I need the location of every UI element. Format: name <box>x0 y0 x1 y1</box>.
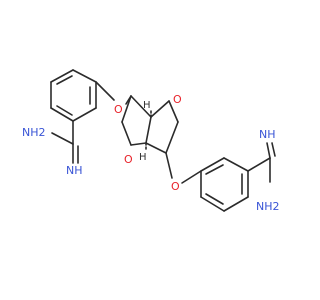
right-amidine-nh2-label: NH2 <box>256 200 280 213</box>
right-benzene-ring <box>200 157 249 212</box>
ring-oxygen-top-label: O <box>173 93 182 106</box>
right-amidine-group: NH NH2 <box>247 128 280 213</box>
left-benzene-ring <box>50 69 97 122</box>
molecule-diagram: NH2 NH O H H O O O <box>22 69 280 213</box>
isosorbide-core: H H O O <box>121 93 182 166</box>
stereo-h-bottom-label: H <box>139 152 147 163</box>
right-amidine-nh-label: NH <box>259 128 276 141</box>
left-amidine-nh-label: NH <box>66 164 83 177</box>
left-amidine-nh2-label: NH2 <box>22 126 46 139</box>
stereo-h-top-label: H <box>143 100 151 111</box>
ether-oxygen-left-label: O <box>114 103 123 116</box>
ether-oxygen-right-label: O <box>171 180 180 193</box>
ring-oxygen-bottom-label: O <box>124 153 133 166</box>
left-amidine-group: NH2 NH <box>22 120 83 177</box>
